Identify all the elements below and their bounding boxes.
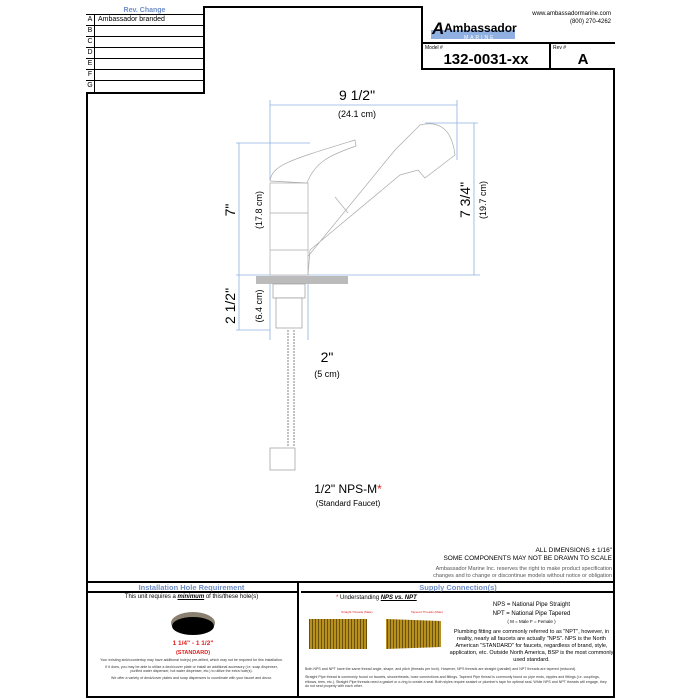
svg-text:A: A — [431, 19, 444, 38]
drawing-frame — [86, 6, 615, 698]
rev-cell: Rev # A — [551, 44, 615, 68]
tapered-label: Tapered Threads (Male) — [411, 610, 443, 614]
website: www.ambassadormarine.com — [532, 11, 611, 17]
rev-row: D — [86, 48, 203, 59]
install-title: Installation Hole Requirement — [86, 583, 297, 593]
nps-explanation: Plumbing fitting are commonly referred t… — [449, 629, 614, 663]
spout-height-inches: 7 3/4" — [457, 182, 473, 218]
supply-title: Supply Connection(s) — [301, 583, 615, 593]
rev-letter: E — [86, 59, 95, 69]
supply-note-1: Both NPS and NPT have the same thread an… — [305, 667, 577, 671]
supply-panel: Supply Connection(s) * Understanding NPS… — [301, 583, 615, 698]
note-disclaimer-1: Ambassador Marine Inc. reserves the righ… — [435, 566, 612, 572]
supply-note-2: Straight Pipe thread is commonly found o… — [305, 675, 607, 688]
bottom-panels: Installation Hole Requirement This unit … — [86, 581, 615, 698]
faucet-body — [269, 123, 456, 276]
hose-nut — [269, 447, 296, 471]
title-block: A Ambassador MARINE www.ambassadormarine… — [421, 6, 615, 70]
rev-letter: F — [86, 70, 95, 80]
straight-thread-icon — [309, 619, 367, 649]
note-tolerance: ALL DIMENSIONS ± 1/16" — [535, 547, 612, 554]
thread-definitions: NPS = National Pipe Straight NPT = Natio… — [449, 601, 614, 664]
width-cm: (24.1 cm) — [338, 109, 376, 119]
svg-text:Ambassador: Ambassador — [444, 21, 517, 35]
model-label: Model # — [425, 45, 443, 51]
svg-text:MARINE: MARINE — [464, 35, 495, 41]
rev-header: Rev. Change — [86, 6, 203, 15]
rev-letter: G — [86, 81, 95, 92]
note-disclaimer-2: changes and to change or discontinue mod… — [433, 573, 612, 579]
supply-hose — [287, 330, 295, 447]
ambassador-logo: A Ambassador MARINE — [431, 19, 517, 41]
rev-letter: B — [86, 26, 95, 36]
male-female-key: ( M = Male F = Female ) — [507, 619, 556, 624]
contact-info: www.ambassadormarine.com (800) 270-4262 — [532, 10, 611, 26]
hole-diagram: 1 1/4" - 1 1/2" (STANDARD) — [171, 612, 215, 656]
rev-label: Rev # — [553, 45, 567, 51]
height-inches: 7" — [222, 204, 238, 217]
nps-definition: NPS = National Pipe Straight — [492, 602, 571, 608]
install-note-3: We offer a variety of deck/cover plates … — [111, 675, 272, 680]
hole-size: 1 1/4" - 1 1/2" — [173, 640, 214, 647]
shank-length-inches: 2 1/2" — [222, 288, 238, 324]
nps-npt-heading: * Understanding NPS vs. NPT — [336, 595, 417, 601]
rev-text: Ambassador branded — [98, 16, 165, 23]
rev-row: B — [86, 26, 203, 37]
height-cm: (17.8 cm) — [254, 191, 264, 229]
hole-standard: (STANDARD) — [176, 650, 210, 656]
model-number: 132-0031-xx — [443, 51, 529, 68]
rev-row: F — [86, 70, 203, 81]
phone: (800) 270-4262 — [569, 19, 611, 25]
shank-dia-inches: 2" — [321, 349, 334, 365]
rev-row: E — [86, 59, 203, 70]
install-intro: This unit requires a minimum of this/the… — [124, 594, 259, 600]
npt-definition: NPT = National Pipe Tapered — [492, 611, 571, 617]
install-note-1: Your existing sink/countertop may have a… — [100, 658, 283, 662]
rev-value: A — [577, 51, 589, 68]
rev-row: C — [86, 37, 203, 48]
connection-sub: (Standard Faucet) — [316, 499, 381, 508]
installation-panel: Installation Hole Requirement This unit … — [86, 583, 299, 698]
deck-plate — [256, 276, 348, 284]
faucet-drawing: 9 1/2" (24.1 cm) 7" (17.8 cm) 7 3/4" (19… — [222, 87, 488, 508]
dimension-notes: ALL DIMENSIONS ± 1/16" SOME COMPONENTS M… — [433, 547, 612, 580]
shank — [272, 283, 306, 329]
shank-length-cm: (6.4 cm) — [254, 289, 264, 322]
model-cell: Model # 132-0031-xx — [423, 44, 551, 68]
thread-diagrams: Straight Threads (Male) Tapered Threads … — [309, 610, 443, 649]
connection-label: 1/2" NPS-M* — [314, 482, 382, 496]
rev-letter: C — [86, 37, 95, 47]
note-scale: SOME COMPONENTS MAY NOT BE DRAWN TO SCAL… — [443, 555, 612, 562]
rev-letter: A — [86, 15, 95, 25]
rev-row: G — [86, 81, 203, 92]
rev-letter: D — [86, 48, 95, 58]
width-inches: 9 1/2" — [339, 87, 375, 103]
install-note-2: If it does, you may be able to utilize a… — [105, 664, 278, 674]
shank-dia-cm: (5 cm) — [314, 369, 340, 379]
straight-label: Straight Threads (Male) — [341, 610, 372, 614]
tapered-thread-icon — [386, 619, 441, 649]
spout-height-cm: (19.7 cm) — [478, 181, 488, 219]
